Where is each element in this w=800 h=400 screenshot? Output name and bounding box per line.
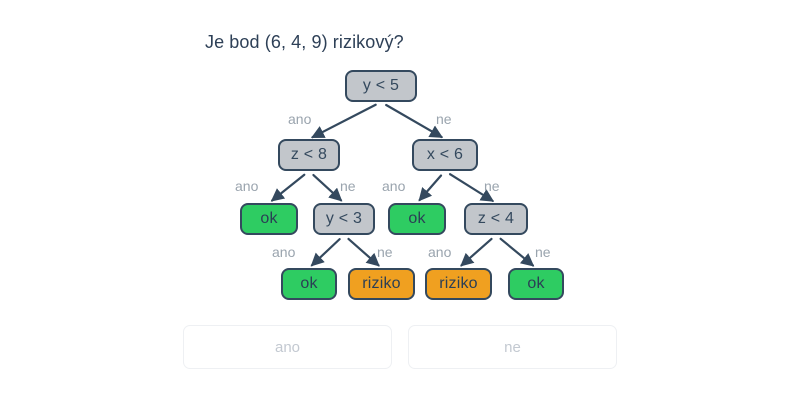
answer-button-ano[interactable]: ano [183, 325, 392, 369]
tree-edge-n1-n3 [270, 173, 306, 202]
tree-node-n3: ok [240, 203, 298, 235]
tree-edge-n0-n1 [310, 103, 377, 139]
decision-tree-diagram: y < 5 z < 8 x < 6 ok y < 3 ok z < 4 ok riziko riz… [235, 70, 564, 300]
answer-options: ano ne [183, 325, 617, 369]
tree-edge-n2-n5 [418, 174, 443, 202]
tree-node-n0: y < 5 [345, 70, 417, 102]
edge-label-n6-n10: ne [535, 244, 551, 260]
edge-label-n0-n2: ne [436, 111, 452, 127]
tree-edge-n0-n2 [385, 103, 444, 139]
answer-button-ne[interactable]: ne [408, 325, 617, 369]
tree-node-n7: ok [281, 268, 337, 300]
edge-label-n4-n8: ne [377, 244, 393, 260]
tree-node-n8: riziko [348, 268, 415, 300]
tree-node-n9: riziko [425, 268, 492, 300]
edge-label-n0-n1: ano [288, 111, 312, 127]
tree-node-n10: ok [508, 268, 564, 300]
tree-node-n4: y < 3 [313, 203, 375, 235]
tree-edge-n4-n7 [310, 238, 341, 267]
tree-edge-n4-n8 [347, 237, 380, 267]
page-title: Je bod (6, 4, 9) rizikový? [205, 32, 404, 52]
edge-label-n4-n7: ano [272, 244, 296, 260]
tree-edge-n6-n9 [460, 237, 493, 267]
tree-node-n6: z < 4 [464, 203, 528, 235]
edge-label-n6-n9: ano [428, 244, 452, 260]
tree-edge-n6-n10 [499, 237, 535, 267]
tree-edge-n1-n4 [312, 173, 343, 202]
edge-label-n2-n5: ano [382, 178, 406, 194]
tree-node-n1: z < 8 [278, 139, 340, 171]
edge-label-n1-n3: ano [235, 178, 259, 194]
edge-label-n1-n4: ne [340, 178, 356, 194]
tree-node-n2: x < 6 [412, 139, 478, 171]
tree-node-n5: ok [388, 203, 446, 235]
edge-label-n2-n6: ne [484, 178, 500, 194]
